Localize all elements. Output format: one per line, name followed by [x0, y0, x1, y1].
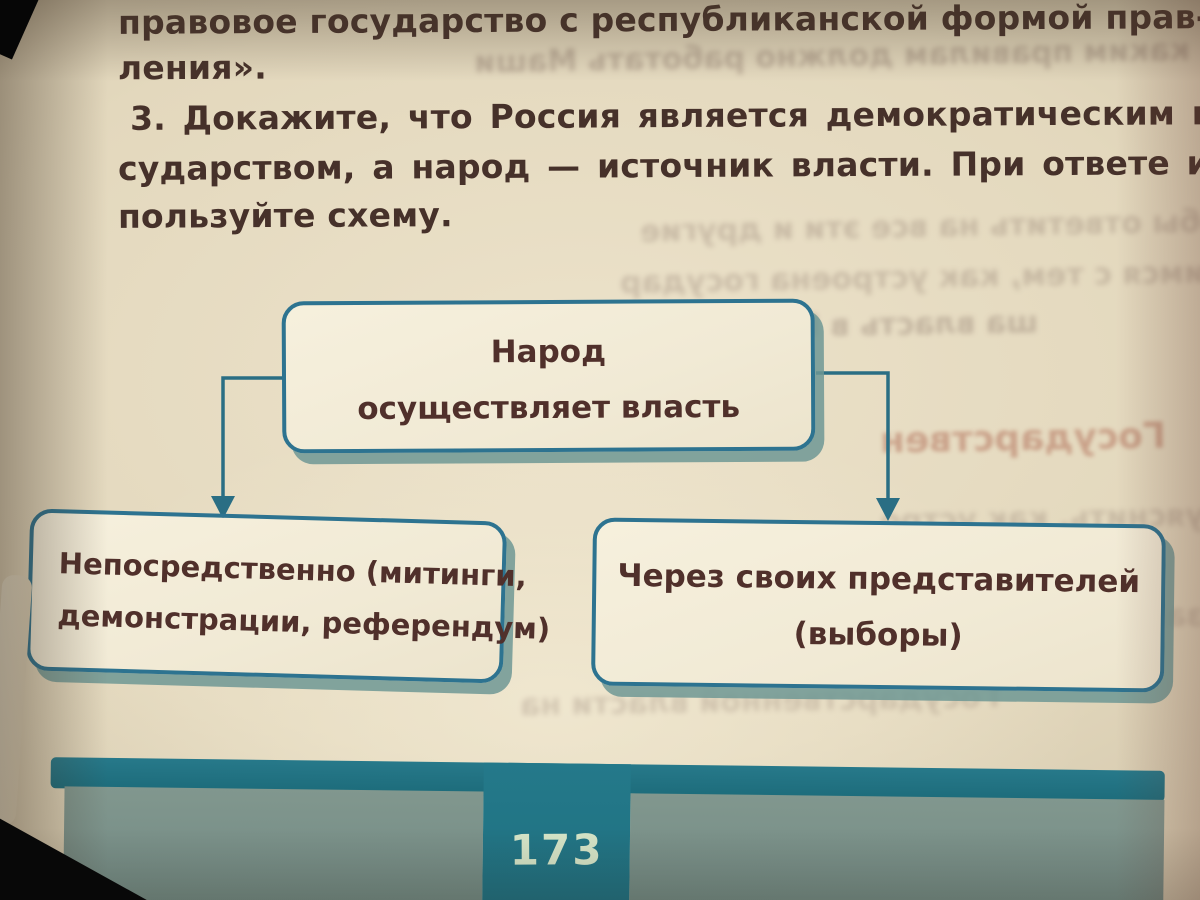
diagram-top-box: Народ осуществляет власть	[281, 298, 816, 454]
arrowhead-right-icon	[876, 498, 900, 521]
page-number-tab: 173	[482, 762, 631, 900]
right-box-line: (выборы)	[793, 615, 963, 655]
body-text-line: сударством, а народ — источник власти. П…	[117, 143, 1200, 188]
body-text-line: пользуйте схему.	[117, 195, 453, 236]
top-box-line: Народ	[490, 333, 607, 371]
body-text-line: 3. Докажите, что Россия является демокра…	[129, 93, 1200, 138]
diagram-left-box: Непосредственно (митинги, демонстрации, …	[25, 508, 551, 684]
body-text-line: ления».	[117, 47, 268, 88]
body-text-line: правовое государство с республиканской ф…	[117, 0, 1200, 42]
page-number: 173	[509, 825, 604, 875]
left-box-line: демонстрации, референдум)	[56, 598, 551, 646]
arrowhead-left-icon	[211, 496, 235, 519]
footer-right-panel	[628, 793, 1165, 900]
top-box-line: осуществляет власть	[357, 388, 741, 428]
diagram-right-box: Через своих представителей (выборы)	[590, 517, 1167, 693]
connector-left-line	[221, 376, 284, 498]
footer-left-panel	[62, 786, 484, 900]
connector-right-line	[816, 371, 890, 500]
footer-band: 173	[39, 749, 1171, 900]
right-box-line: Через своих представителей	[617, 557, 1141, 601]
